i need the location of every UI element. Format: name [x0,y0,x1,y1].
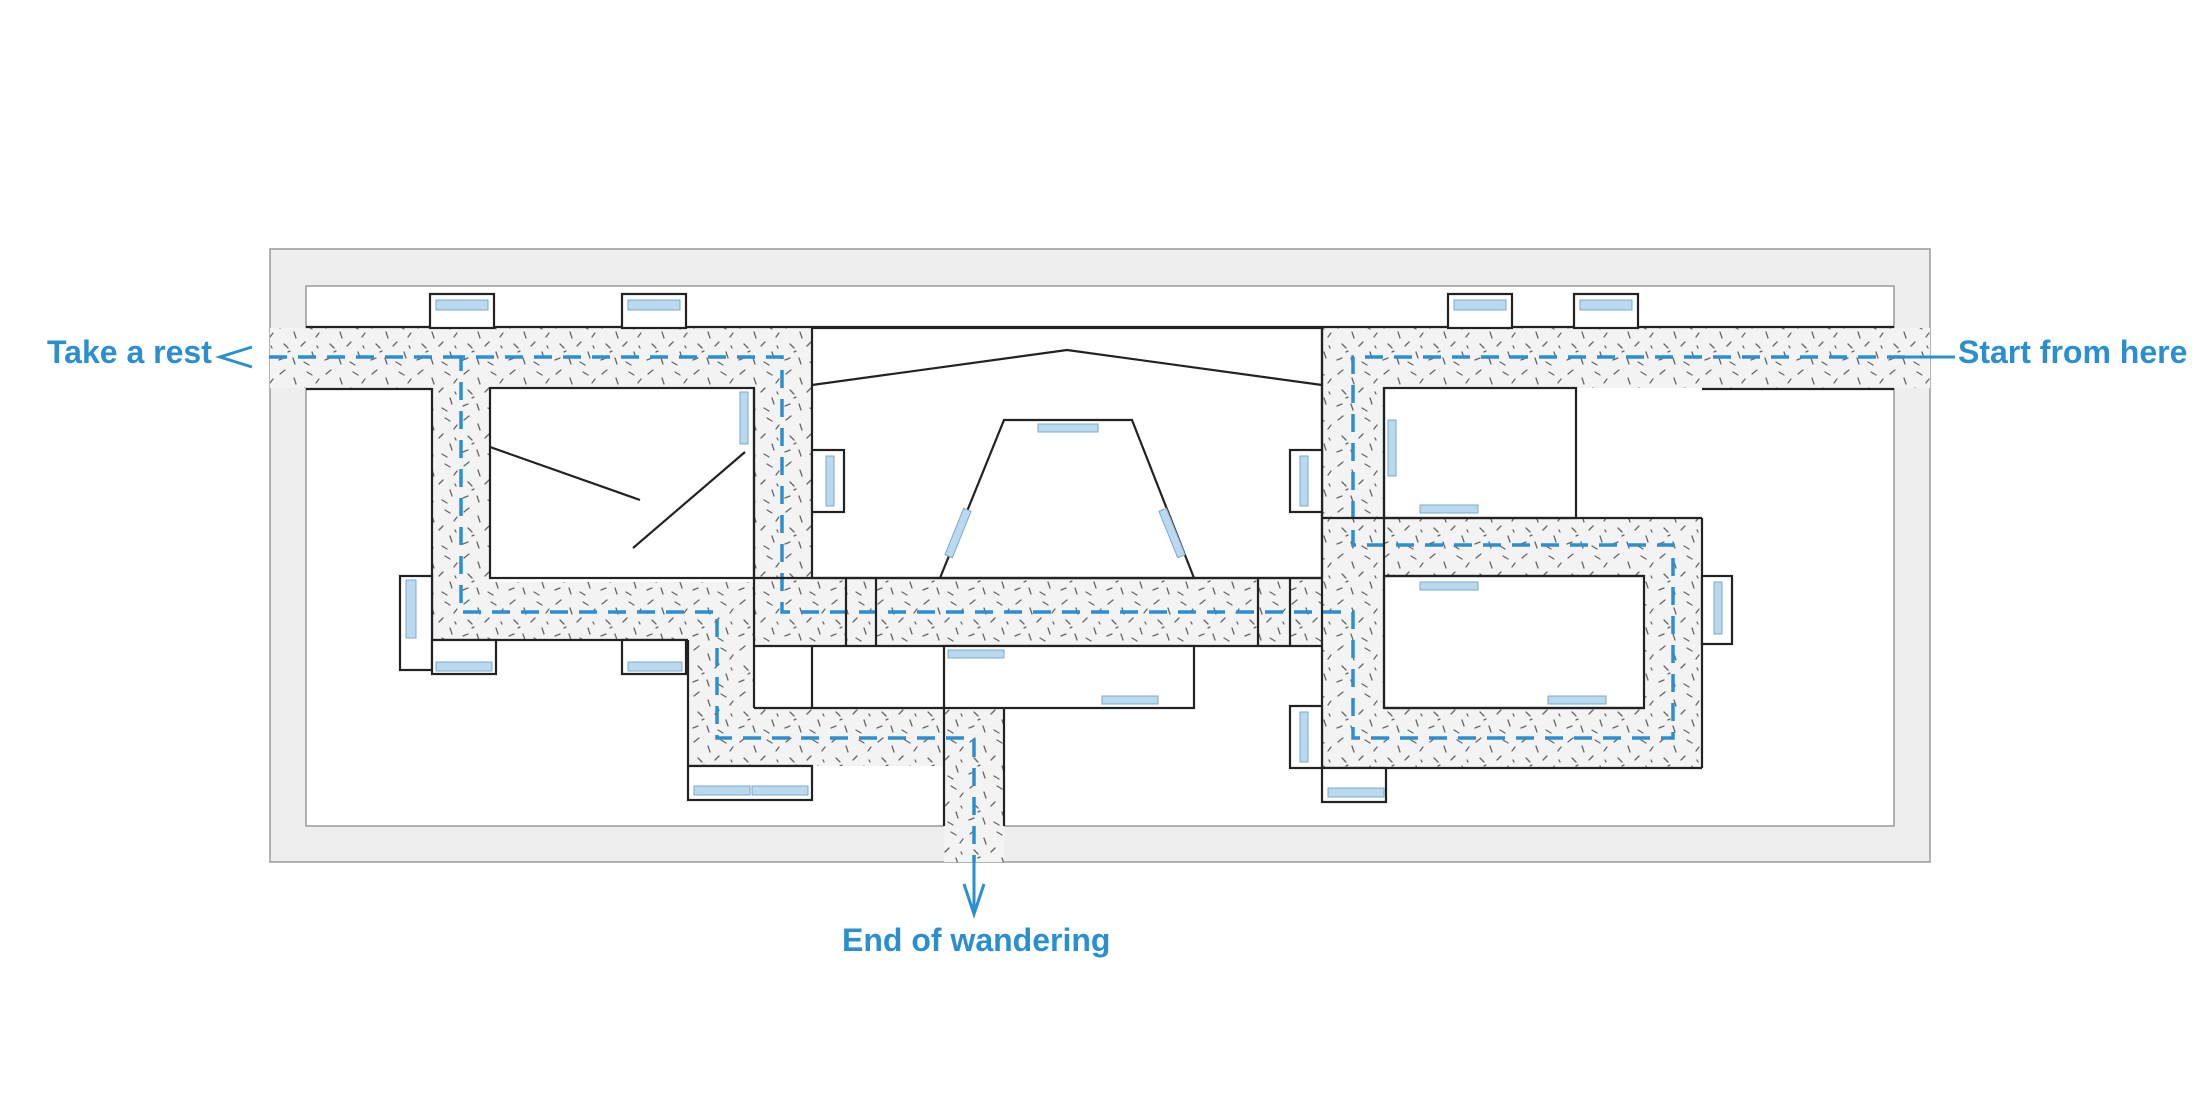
arrow-down-icon [962,862,986,919]
end-label: End of wandering [842,922,1111,958]
wander-route [262,355,1905,862]
start-label: Start from here [1958,334,2188,370]
arrow-left-icon [214,345,253,369]
rest-label: Take a rest [47,334,212,370]
windows [405,299,1723,798]
